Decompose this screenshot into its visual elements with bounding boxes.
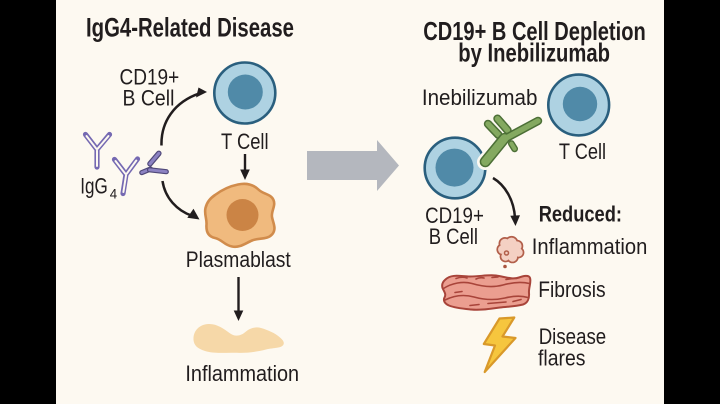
svg-text:CD19+: CD19+: [425, 203, 484, 228]
svg-text:IgG4-Related Disease: IgG4-Related Disease: [86, 13, 294, 43]
svg-text:Inebilizumab: Inebilizumab: [422, 85, 538, 110]
svg-text:Inflammation: Inflammation: [185, 361, 299, 386]
svg-text:Disease: Disease: [539, 324, 607, 349]
svg-text:T Cell: T Cell: [559, 139, 606, 164]
svg-text:Fibrosis: Fibrosis: [538, 277, 605, 302]
svg-text:Reduced:: Reduced:: [539, 201, 622, 226]
svg-text:B Cell: B Cell: [123, 86, 175, 111]
svg-text:T Cell: T Cell: [221, 129, 269, 154]
svg-text:Plasmablast: Plasmablast: [186, 247, 291, 272]
svg-text:B Cell: B Cell: [429, 224, 478, 249]
svg-text:Inflammation: Inflammation: [532, 234, 648, 259]
svg-text:CD19+: CD19+: [120, 65, 180, 90]
svg-text:CD19+ B Cell Depletion: CD19+ B Cell Depletion: [423, 16, 645, 46]
svg-text:IgG: IgG: [80, 174, 108, 199]
svg-text:4: 4: [110, 185, 118, 201]
svg-text:flares: flares: [538, 346, 586, 371]
svg-text:by Inebilizumab: by Inebilizumab: [458, 37, 610, 67]
